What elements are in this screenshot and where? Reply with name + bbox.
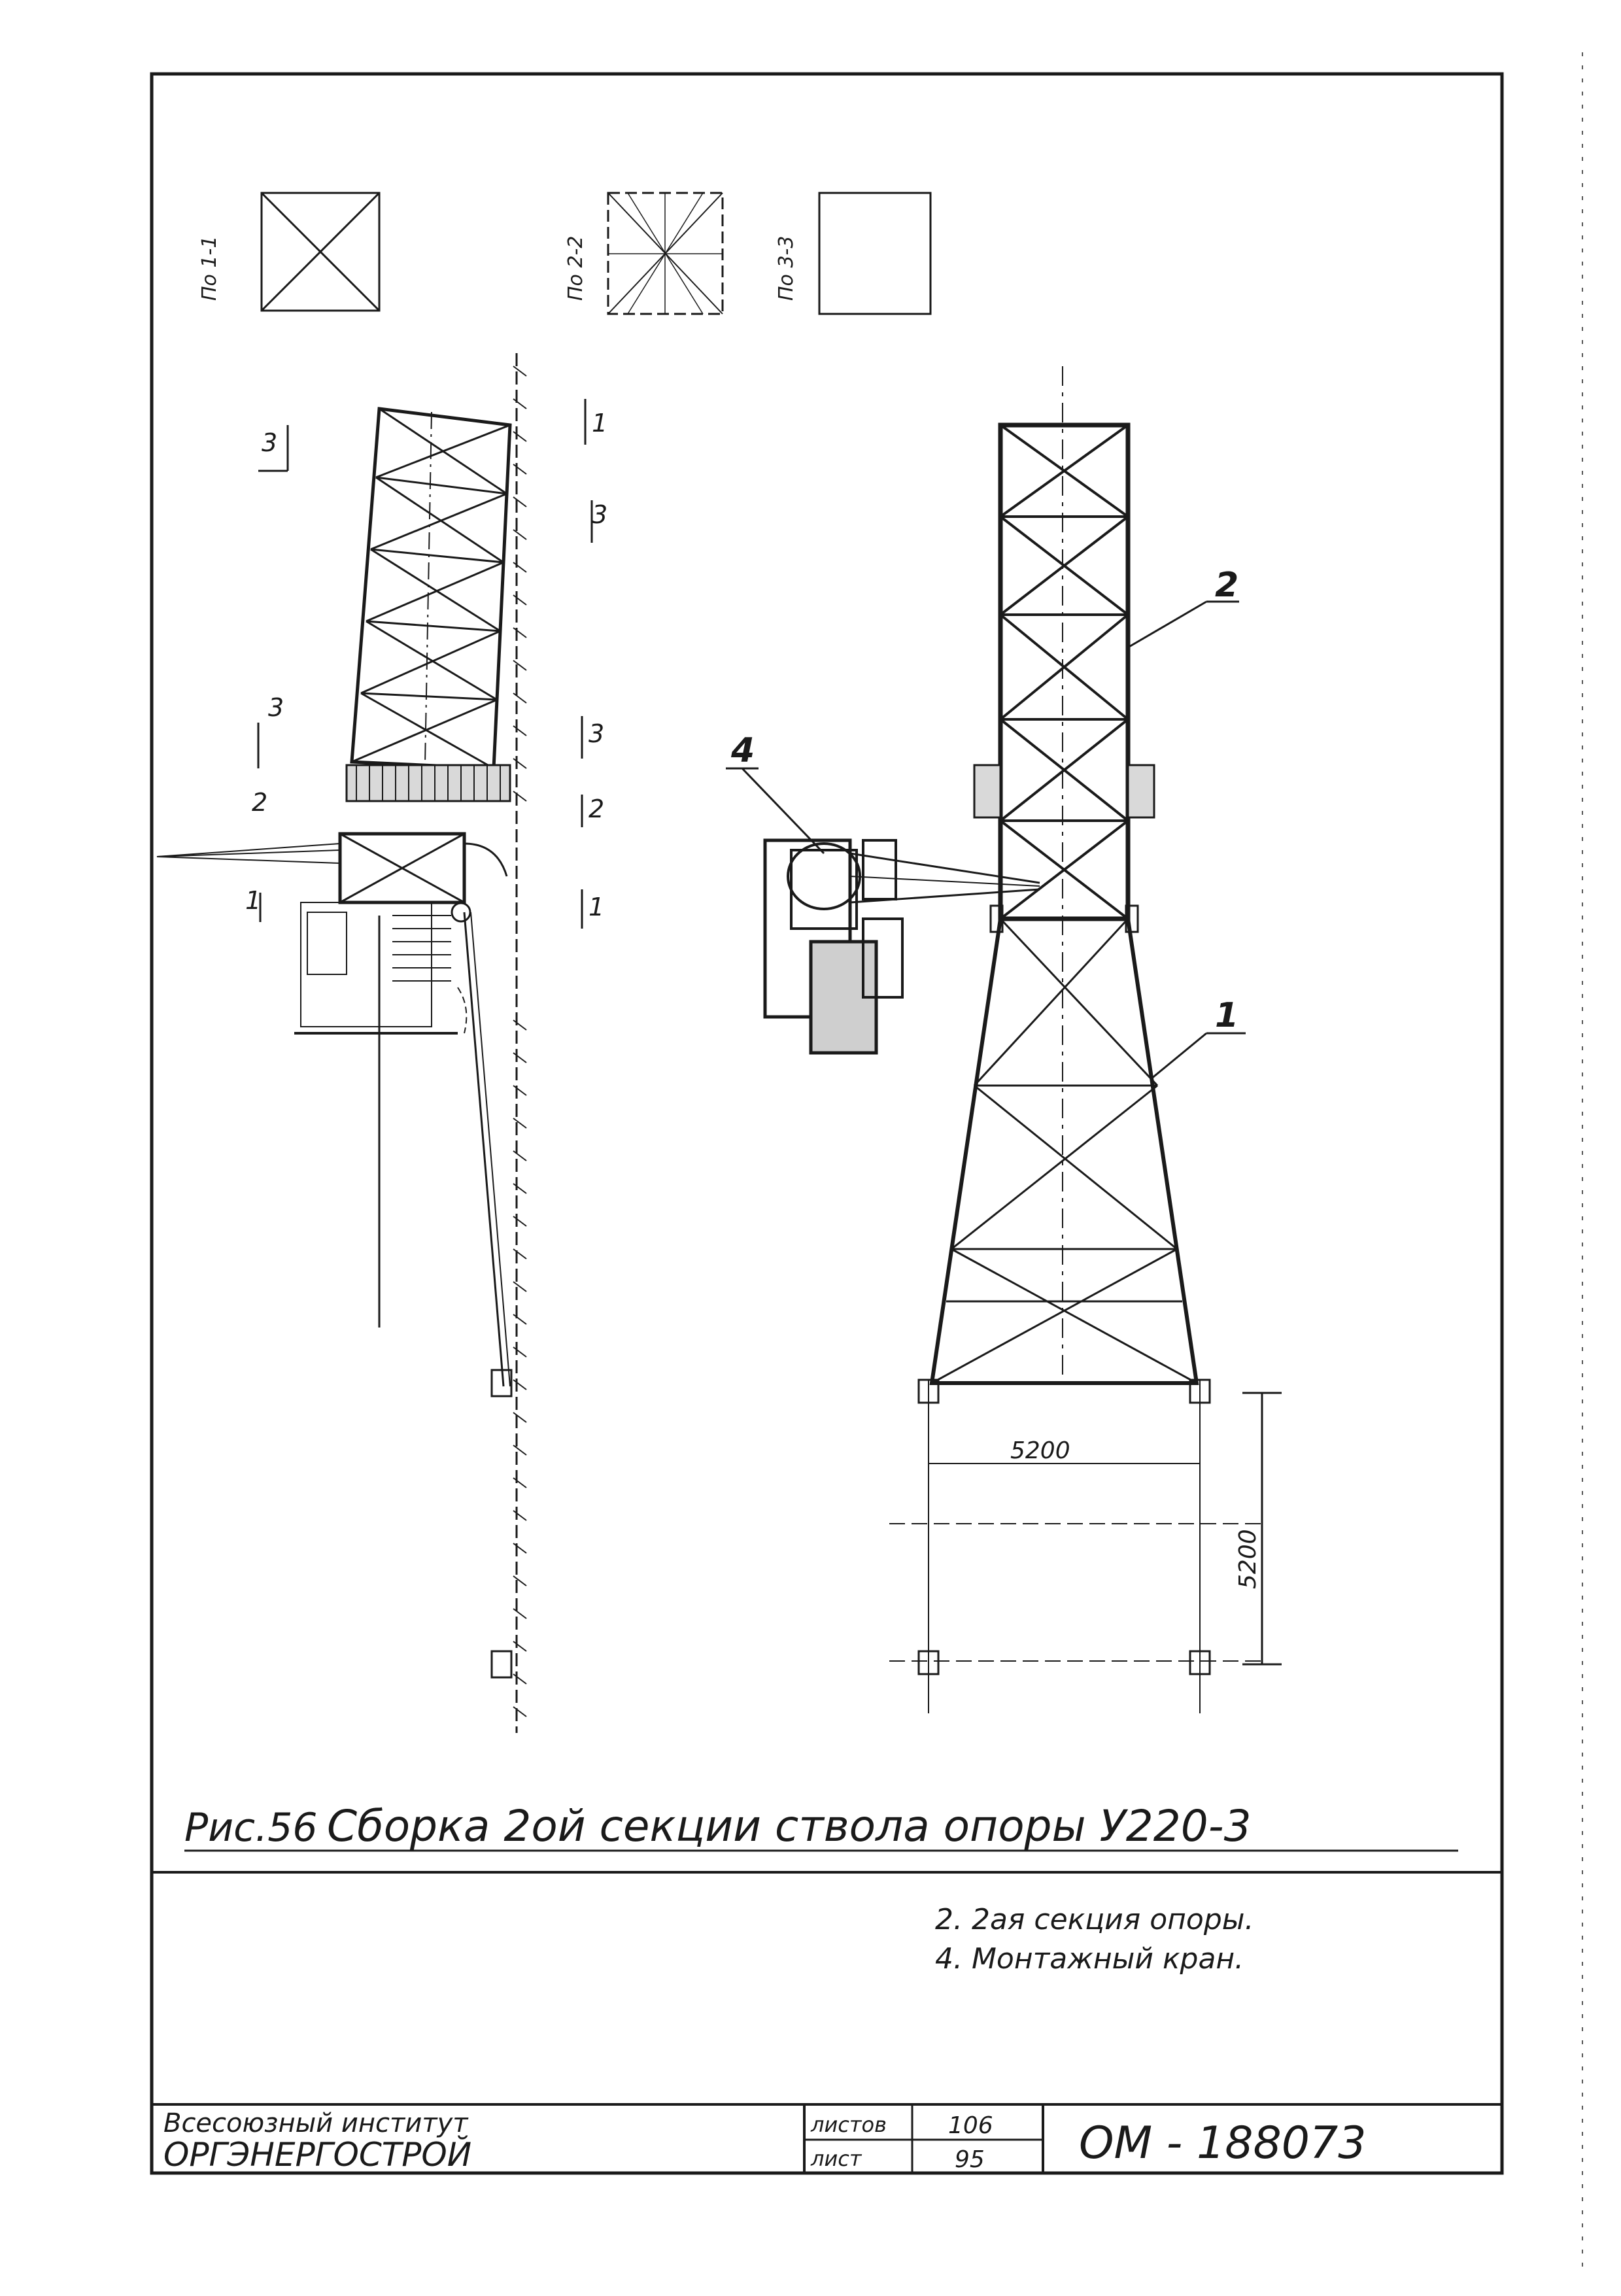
document-number: ОМ - 188073 — [1079, 2117, 1367, 2169]
title-block: Всесоюзный институт ОРГЭНЕРГОСТРОЙ листо… — [163, 2104, 1367, 2174]
right-tower-view: 5200 5200 2 1 — [726, 366, 1282, 1713]
sheets-value: 106 — [948, 2112, 993, 2139]
cut-mark-right-top-1: 1 — [592, 409, 607, 437]
cut-mark-left-3: 3 — [268, 693, 284, 722]
note-2: 4. Монтажный кран. — [935, 1942, 1244, 1976]
org-line-1: Всесоюзный институт — [163, 2108, 469, 2138]
mounting-crane — [763, 838, 1040, 1055]
note-1: 2. 2ая секция опоры. — [935, 1903, 1254, 1936]
cut-mark-left-1: 1 — [245, 886, 261, 915]
callout-2: 2 — [1215, 566, 1238, 605]
cut-mark-right-1: 1 — [589, 893, 604, 921]
section-view-2-2: По 2-2 — [564, 192, 724, 315]
section-label-1-1: По 1-1 — [198, 236, 221, 301]
cut-mark-left-top-3: 3 — [262, 428, 277, 457]
left-assembly-view: 3 3 2 1 1 3 3 2 1 — [156, 353, 607, 1733]
ground-hatching — [513, 366, 527, 1717]
section-view-3-3: По 3-3 — [775, 192, 932, 315]
callout-4: 4 — [730, 731, 755, 770]
cut-mark-right-3: 3 — [589, 719, 604, 748]
figure-caption: Рис.56 Сборка 2ой секции ствола опоры У2… — [184, 1801, 1458, 1976]
callout-1: 1 — [1215, 996, 1238, 1035]
figure-title: Сборка 2ой секции ствола опоры У220-3 — [327, 1801, 1252, 1851]
cut-mark-right-2: 2 — [589, 795, 604, 823]
dimension-horizontal: 5200 — [1010, 1437, 1070, 1464]
org-line-2: ОРГЭНЕРГОСТРОЙ — [163, 2135, 471, 2174]
drawing-frame — [150, 52, 1583, 2276]
section-view-1-1: По 1-1 — [198, 192, 381, 312]
sheet-value: 95 — [955, 2146, 985, 2173]
sheets-label: листов — [810, 2112, 887, 2137]
figure-number: Рис.56 — [184, 1805, 318, 1851]
cut-mark-left-2: 2 — [252, 788, 267, 817]
sheet-label: лист — [810, 2146, 862, 2171]
section-label-2-2: По 2-2 — [564, 236, 587, 301]
dimension-vertical: 5200 — [1235, 1529, 1261, 1589]
section-label-3-3: По 3-3 — [775, 236, 798, 301]
cut-mark-right-top-3: 3 — [592, 500, 607, 529]
